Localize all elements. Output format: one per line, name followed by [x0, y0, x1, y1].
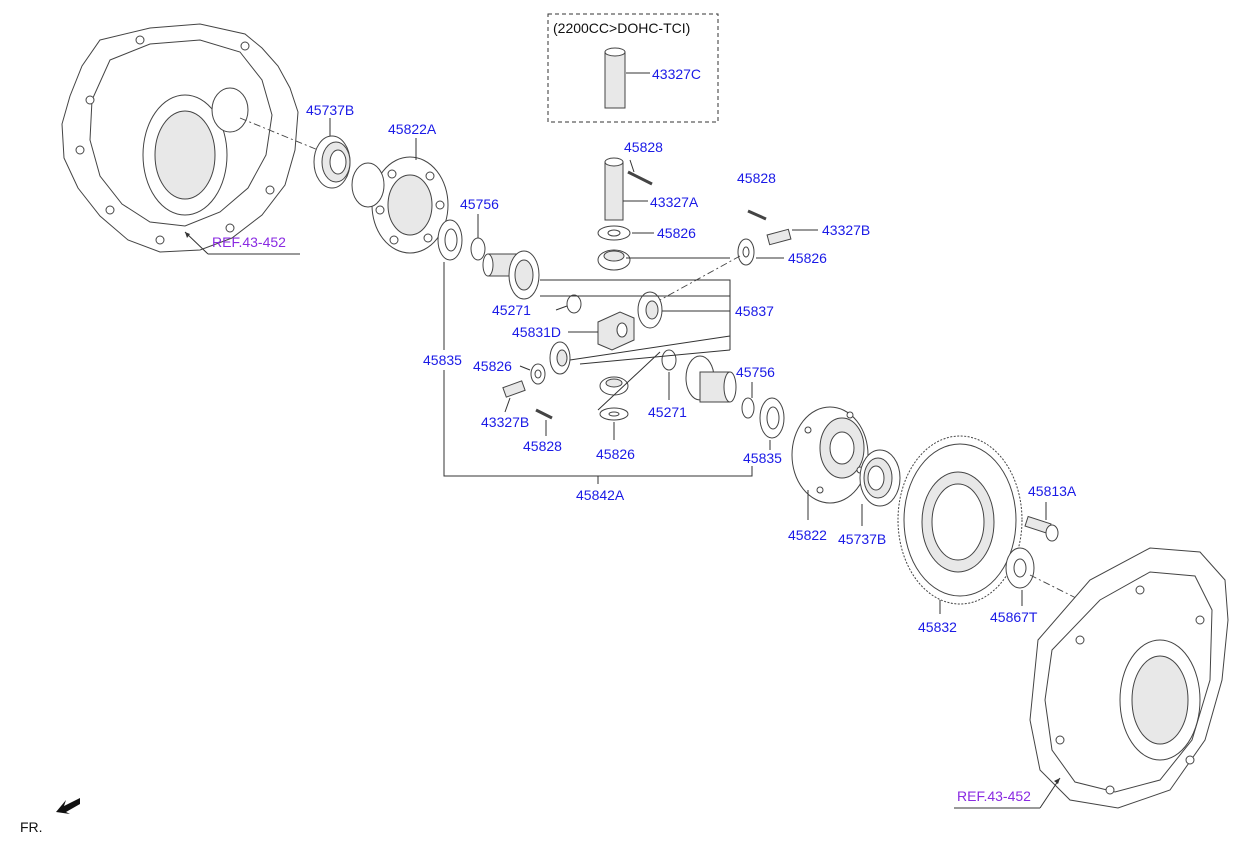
- front-arrow: FR.: [20, 798, 80, 835]
- variant-box: (2200CC>DOHC-TCI): [547, 13, 719, 123]
- label-43327A[interactable]: 43327A: [650, 194, 699, 210]
- label-45737B-bottom[interactable]: 45737B: [838, 531, 886, 547]
- washer-45271-a-drawing: [566, 294, 582, 314]
- label-45271-b[interactable]: 45271: [648, 404, 687, 420]
- pinion-45837-right-drawing: [637, 291, 663, 329]
- transaxle-housing-left: [61, 23, 299, 253]
- label-45835-left[interactable]: 45835: [423, 352, 462, 368]
- side-gear-right-drawing: [685, 355, 737, 403]
- label-45737B-top[interactable]: 45737B: [306, 102, 354, 118]
- ring-gear-45832-drawing: [897, 435, 1023, 605]
- label-45842A[interactable]: 45842A: [576, 487, 625, 503]
- bearing-45737B-bottom-drawing: [859, 449, 901, 507]
- pin-43327B-left-drawing: [502, 380, 526, 398]
- variant-box-frame: [547, 13, 719, 123]
- front-label: FR.: [20, 819, 43, 835]
- front-arrow-icon: [56, 798, 80, 814]
- ref-label-top[interactable]: REF.43-452: [212, 234, 286, 250]
- variant-box-label: (2200CC>DOHC-TCI): [553, 20, 690, 36]
- label-45828-right[interactable]: 45828: [737, 170, 776, 186]
- ring-45756-bottom-drawing: [741, 397, 755, 419]
- pinion-gear-bottom-drawing: [599, 376, 629, 396]
- diff-case-45822-drawing: [791, 406, 869, 504]
- center-block-45831D-drawing: [597, 311, 635, 351]
- ref-bottom-leader: [954, 777, 1061, 809]
- washer-45271-b-drawing: [661, 349, 677, 371]
- label-45271-a[interactable]: 45271: [492, 302, 531, 318]
- washer-45826-b-drawing: [737, 238, 755, 266]
- label-45867T[interactable]: 45867T: [990, 609, 1038, 625]
- label-45826-a[interactable]: 45826: [657, 225, 696, 241]
- label-45837[interactable]: 45837: [735, 303, 774, 319]
- pin-43327C-drawing: [604, 47, 626, 109]
- label-43327B-right[interactable]: 43327B: [822, 222, 870, 238]
- ref-label-bottom[interactable]: REF.43-452: [957, 788, 1031, 804]
- label-45828-top[interactable]: 45828: [624, 139, 663, 155]
- label-45835-right[interactable]: 45835: [743, 450, 782, 466]
- ref-top-leader: [184, 231, 300, 255]
- label-45828-bottom[interactable]: 45828: [523, 438, 562, 454]
- label-45831D[interactable]: 45831D: [512, 324, 561, 340]
- label-43327C[interactable]: 43327C: [652, 66, 701, 82]
- label-45832[interactable]: 45832: [918, 619, 957, 635]
- label-43327B-left[interactable]: 43327B: [481, 414, 529, 430]
- washer-45826-a-drawing: [597, 225, 631, 241]
- side-gear-left-drawing: [482, 250, 540, 300]
- label-45813A[interactable]: 45813A: [1028, 483, 1077, 499]
- label-45822[interactable]: 45822: [788, 527, 827, 543]
- part-labels: 43327C 45737B 45822A 45828 45828 43327A …: [306, 66, 1077, 635]
- bolt-45813A-drawing: [1024, 515, 1059, 542]
- transaxle-housing-right: [1029, 547, 1229, 809]
- washer-45826-c-drawing: [530, 363, 546, 385]
- label-45822A[interactable]: 45822A: [388, 121, 437, 137]
- washer-45835-left-drawing: [437, 219, 463, 261]
- pinion-left-drawing: [549, 341, 571, 375]
- kit-bracket: [443, 257, 753, 484]
- diff-case-45822A-drawing: [351, 156, 449, 254]
- pin-43327B-right-drawing: [766, 228, 792, 246]
- washer-45835-right-drawing: [759, 397, 785, 439]
- pinion-gear-top-drawing: [597, 249, 631, 271]
- label-45826-c[interactable]: 45826: [473, 358, 512, 374]
- bearing-45737B-top-drawing: [313, 135, 351, 189]
- label-45756-bottom[interactable]: 45756: [736, 364, 775, 380]
- pin-43327A-drawing: [604, 157, 624, 221]
- label-45826-b[interactable]: 45826: [788, 250, 827, 266]
- washer-45826-d-drawing: [599, 407, 629, 421]
- washer-45867T-drawing: [1005, 547, 1035, 589]
- label-45756-top[interactable]: 45756: [460, 196, 499, 212]
- label-45826-d[interactable]: 45826: [596, 446, 635, 462]
- ring-45756-top-drawing: [470, 237, 486, 261]
